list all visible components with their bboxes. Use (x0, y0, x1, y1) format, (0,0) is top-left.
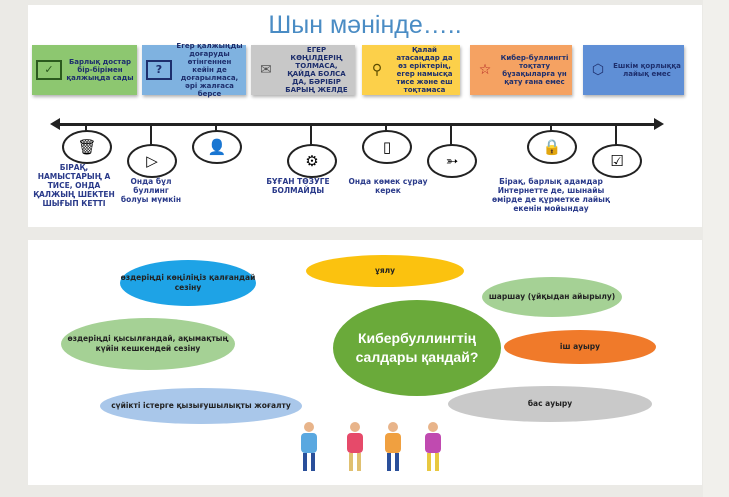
center-question: Кибербуллингтің салдары қандай? (333, 300, 501, 396)
bubble-headache: бас ауыру (448, 386, 652, 422)
timeline-label-1: БІРАҚ, НАМЫСТАРЫҢ А ТИСЕ, ОНДА ҚАЛЖЫҢ ШЕ… (33, 163, 115, 208)
bubble-embarrassed: өздерің​ді қысылғандай, ақымақтың күйін … (61, 318, 235, 370)
code-icon: ▷ (127, 144, 177, 178)
bubble-shame: ұялу (306, 255, 464, 287)
question-icon: ? (146, 60, 172, 80)
check-icon: ☑ (592, 144, 642, 178)
person-figure (346, 422, 364, 471)
person-figure (300, 422, 318, 471)
slide-bottom: өздерің​ді көңіліңіз қалғандай сезіну ұя… (28, 240, 702, 485)
bubble-fatigue: шаршау (ұйқыдан айырылу) (482, 277, 622, 317)
slide-top: Шын мәнінде….. ✓ Барлық достар бір-бірім… (28, 5, 702, 227)
checkbox-icon: ✓ (36, 60, 62, 80)
note-offended: ⚲ Қалай атасаңдар да өз еріктерің, егер … (362, 45, 460, 95)
gear-icon: ⚙ (287, 144, 337, 178)
arrow-right-icon (654, 118, 664, 130)
timeline-label-4: БҰҒАН ТӨЗУГЕ БОЛМАЙДЫ (266, 177, 330, 195)
side-strip (703, 0, 729, 497)
lock-icon: 🔒 (527, 130, 577, 164)
bubble-stomachache: іш ауыру (504, 330, 656, 364)
bubble-disappointed: өздерің​ді көңіліңіз қалғандай сезіну (120, 260, 256, 306)
rocket-icon: ➳ (427, 144, 477, 178)
trash-icon: 🗑 (62, 130, 112, 164)
star-icon: ☆ (478, 62, 492, 78)
hexagon-icon: ⬡ (591, 62, 605, 78)
phone-icon: ▯ (362, 130, 412, 164)
arrow-left-icon (50, 118, 60, 130)
timeline (56, 123, 656, 126)
note-ask-to-stop: ? Егер қалжыңды доғаруды өтінгеннен кейі… (142, 42, 246, 98)
timeline-label-5: Онда көмек сұрау керек (348, 177, 428, 195)
slide-title: Шын мәнінде….. (268, 11, 462, 39)
timeline-label-2: Онда бұл буллинг болуы мүмкін (120, 177, 182, 204)
note-stop-cyberbullying: ☆ Кибер-буллингті тоқтату бұзақыларға үн… (470, 45, 572, 95)
note-upset: ✉ ЕГЕР КӨҢІЛДЕРІҢ ТОЛМАСА, ҚАЙДА БОЛСА Д… (251, 45, 355, 95)
person-figure (424, 422, 442, 471)
person-figure (384, 422, 402, 471)
timeline-label-7: Бірақ, барлық адамдар Интернетте де, шын… (491, 177, 611, 213)
search-icon: ⚲ (371, 62, 383, 78)
note-nobody-deserves: ⬡ Ешкім қорлыққа лайық емес (583, 45, 684, 95)
person-icon: 👤 (192, 130, 242, 164)
bubble-lost-interest: сүйікті істерге қызығушылықты жоғалту (100, 388, 302, 424)
note-friends-joke: ✓ Барлық достар бір-бірімен қалжыңда сад… (32, 45, 137, 95)
envelope-icon: ✉ (260, 62, 272, 78)
